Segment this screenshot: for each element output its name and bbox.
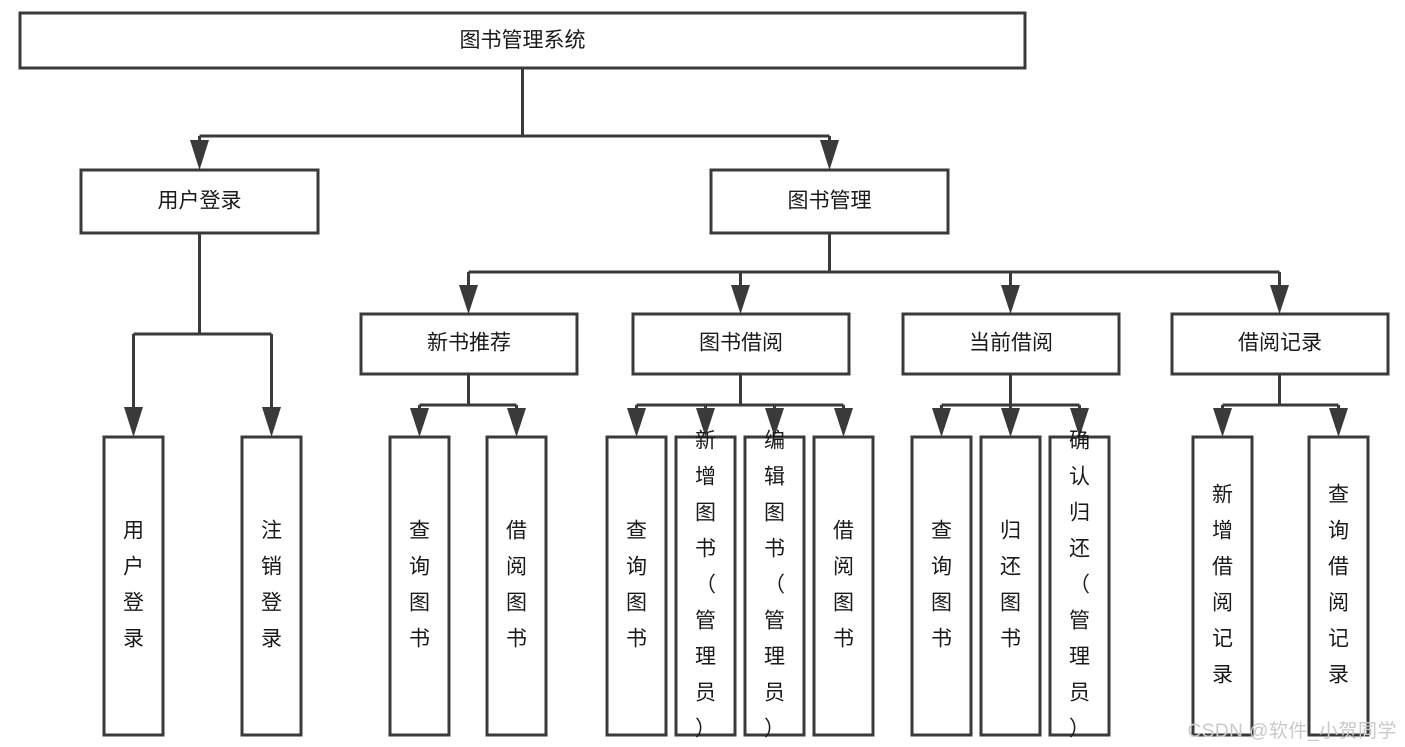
arrow-book-borrow-l1	[627, 408, 646, 437]
node-leaf-user-logout-label: 注销登录	[261, 520, 282, 651]
node-leaf-borrow-book-1-label: 借阅图书	[506, 520, 527, 651]
arrow-bm-to-new-book	[459, 285, 478, 314]
arrow-current-borrow-l3	[1070, 408, 1089, 437]
node-user-login-box	[79, 168, 320, 235]
node-leaf-query-book-1-label: 查询图书	[409, 520, 430, 651]
node-book-borrow[interactable]: 图书借阅	[631, 312, 851, 376]
csdn-watermark: CSDN @软件_小贺同学	[1187, 721, 1397, 742]
node-leaf-add-record[interactable]: 新增借阅记录	[1191, 435, 1254, 737]
node-leaf-confirm-return-box	[1048, 435, 1111, 737]
node-leaf-query-record-label: 查询借阅记录	[1328, 484, 1349, 687]
node-leaf-user-login-label: 用户登录	[123, 520, 144, 651]
node-leaf-borrow-book-2[interactable]: 借阅图书	[812, 435, 875, 737]
node-leaf-query-book-1-box	[388, 435, 451, 737]
arrow-borrow-record-l2	[1329, 408, 1348, 437]
node-leaf-return-book-label: 归还图书	[1000, 520, 1021, 651]
node-leaf-query-book-1[interactable]: 查询图书	[388, 435, 451, 737]
node-leaf-query-book-2-box	[605, 435, 668, 737]
node-leaf-query-book-3-box	[910, 435, 973, 737]
node-book-management-box	[709, 168, 950, 235]
node-current-borrow-label: 当前借阅	[969, 332, 1053, 355]
node-leaf-user-logout-box	[240, 435, 303, 737]
node-leaf-edit-book-box	[743, 435, 806, 737]
node-root-box	[18, 11, 1027, 70]
node-leaf-user-logout[interactable]: 注销登录	[240, 435, 303, 737]
arrow-book-borrow-l2	[696, 408, 715, 437]
node-borrow-record-label: 借阅记录	[1238, 332, 1322, 355]
arrow-root-to-book-management	[820, 140, 839, 170]
node-leaf-confirm-return[interactable]: 确认归还（管理员）	[1048, 430, 1111, 741]
node-leaf-query-book-2[interactable]: 查询图书	[605, 435, 668, 737]
node-root-label: 图书管理系统	[460, 29, 586, 52]
arrow-root-to-user-login	[190, 140, 209, 170]
node-book-management[interactable]: 图书管理	[709, 168, 950, 235]
node-leaf-add-book-box	[674, 435, 737, 737]
arrow-bm-to-borrow-record	[1270, 285, 1289, 314]
node-leaf-query-book-3[interactable]: 查询图书	[910, 435, 973, 737]
node-leaf-add-record-label: 新增借阅记录	[1212, 484, 1233, 687]
arrow-new-book-l1	[410, 408, 429, 437]
node-new-book-recommend[interactable]: 新书推荐	[359, 312, 579, 376]
arrow-borrow-record-l1	[1213, 408, 1232, 437]
node-current-borrow-box	[901, 312, 1121, 376]
node-book-borrow-box	[631, 312, 851, 376]
arrow-user-login-l1	[124, 407, 143, 437]
node-leaf-borrow-book-1[interactable]: 借阅图书	[485, 435, 548, 737]
node-leaf-add-book[interactable]: 新增图书（管理员）	[674, 430, 737, 741]
node-borrow-record[interactable]: 借阅记录	[1170, 312, 1390, 376]
node-book-borrow-label: 图书借阅	[699, 332, 783, 355]
node-new-book-recommend-box	[359, 312, 579, 376]
node-user-login-label: 用户登录	[158, 190, 242, 213]
node-leaf-borrow-book-2-label: 借阅图书	[833, 520, 854, 651]
arrow-current-borrow-l1	[932, 408, 951, 437]
node-borrow-record-box	[1170, 312, 1390, 376]
node-leaf-return-book-box	[979, 435, 1042, 737]
node-book-management-label: 图书管理	[788, 190, 872, 213]
node-leaf-add-book-label: 新增图书（管理员）	[695, 430, 716, 741]
node-user-login[interactable]: 用户登录	[79, 168, 320, 235]
node-leaf-borrow-book-1-box	[485, 435, 548, 737]
arrow-book-borrow-l4	[834, 408, 853, 437]
arrow-user-login-l2	[262, 407, 281, 437]
node-leaf-query-record[interactable]: 查询借阅记录	[1307, 435, 1370, 737]
arrow-bm-to-current-borrow	[1001, 285, 1020, 314]
node-leaf-user-login[interactable]: 用户登录	[102, 435, 165, 737]
node-leaf-query-book-3-label: 查询图书	[931, 520, 952, 651]
node-new-book-recommend-label: 新书推荐	[427, 332, 511, 355]
arrow-current-borrow-l2	[1001, 408, 1020, 437]
node-leaf-confirm-return-label: 确认归还（管理员）	[1069, 430, 1090, 741]
node-leaf-edit-book[interactable]: 编辑图书（管理员）	[743, 430, 806, 741]
node-leaf-return-book[interactable]: 归还图书	[979, 435, 1042, 737]
node-leaf-borrow-book-2-box	[812, 435, 875, 737]
node-leaf-edit-book-label: 编辑图书（管理员）	[764, 430, 785, 741]
edges-layer	[124, 68, 1348, 437]
node-leaf-add-record-box	[1191, 435, 1254, 737]
node-leaf-query-book-2-label: 查询图书	[626, 520, 647, 651]
node-root[interactable]: 图书管理系统	[18, 11, 1027, 70]
arrow-bm-to-book-borrow	[731, 285, 750, 314]
node-current-borrow[interactable]: 当前借阅	[901, 312, 1121, 376]
arrow-book-borrow-l3	[765, 408, 784, 437]
node-leaf-query-record-box	[1307, 435, 1370, 737]
node-leaf-user-login-box	[102, 435, 165, 737]
arrow-new-book-l2	[507, 408, 526, 437]
